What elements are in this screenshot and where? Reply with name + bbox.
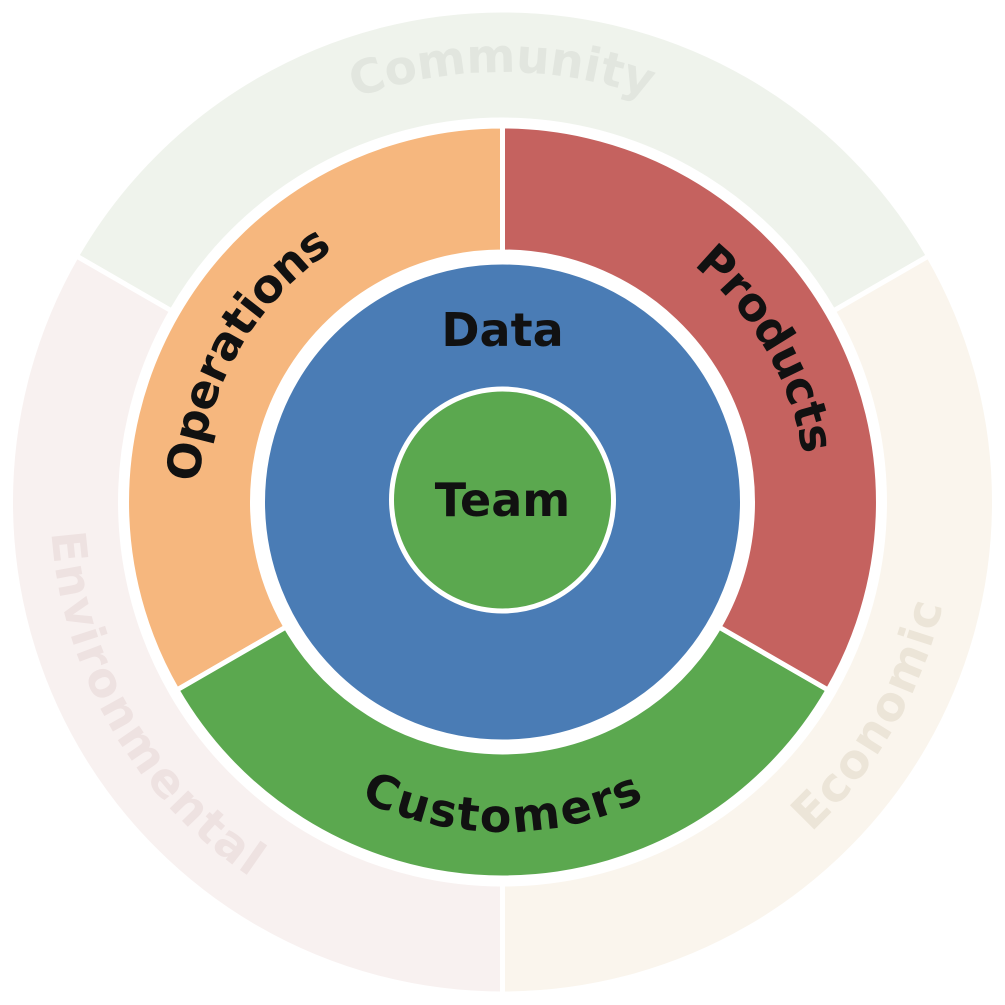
outer-ring xyxy=(7,7,998,997)
team-circle xyxy=(389,386,616,614)
segment-operations xyxy=(124,123,505,693)
segment-economic xyxy=(500,253,998,997)
segment-community xyxy=(73,7,932,314)
middle-ring xyxy=(124,123,881,881)
segment-environmental xyxy=(7,253,505,997)
segment-products xyxy=(500,123,881,693)
data-label: Data xyxy=(441,303,563,357)
segment-customers xyxy=(174,624,831,881)
team-label: Team xyxy=(435,473,570,527)
